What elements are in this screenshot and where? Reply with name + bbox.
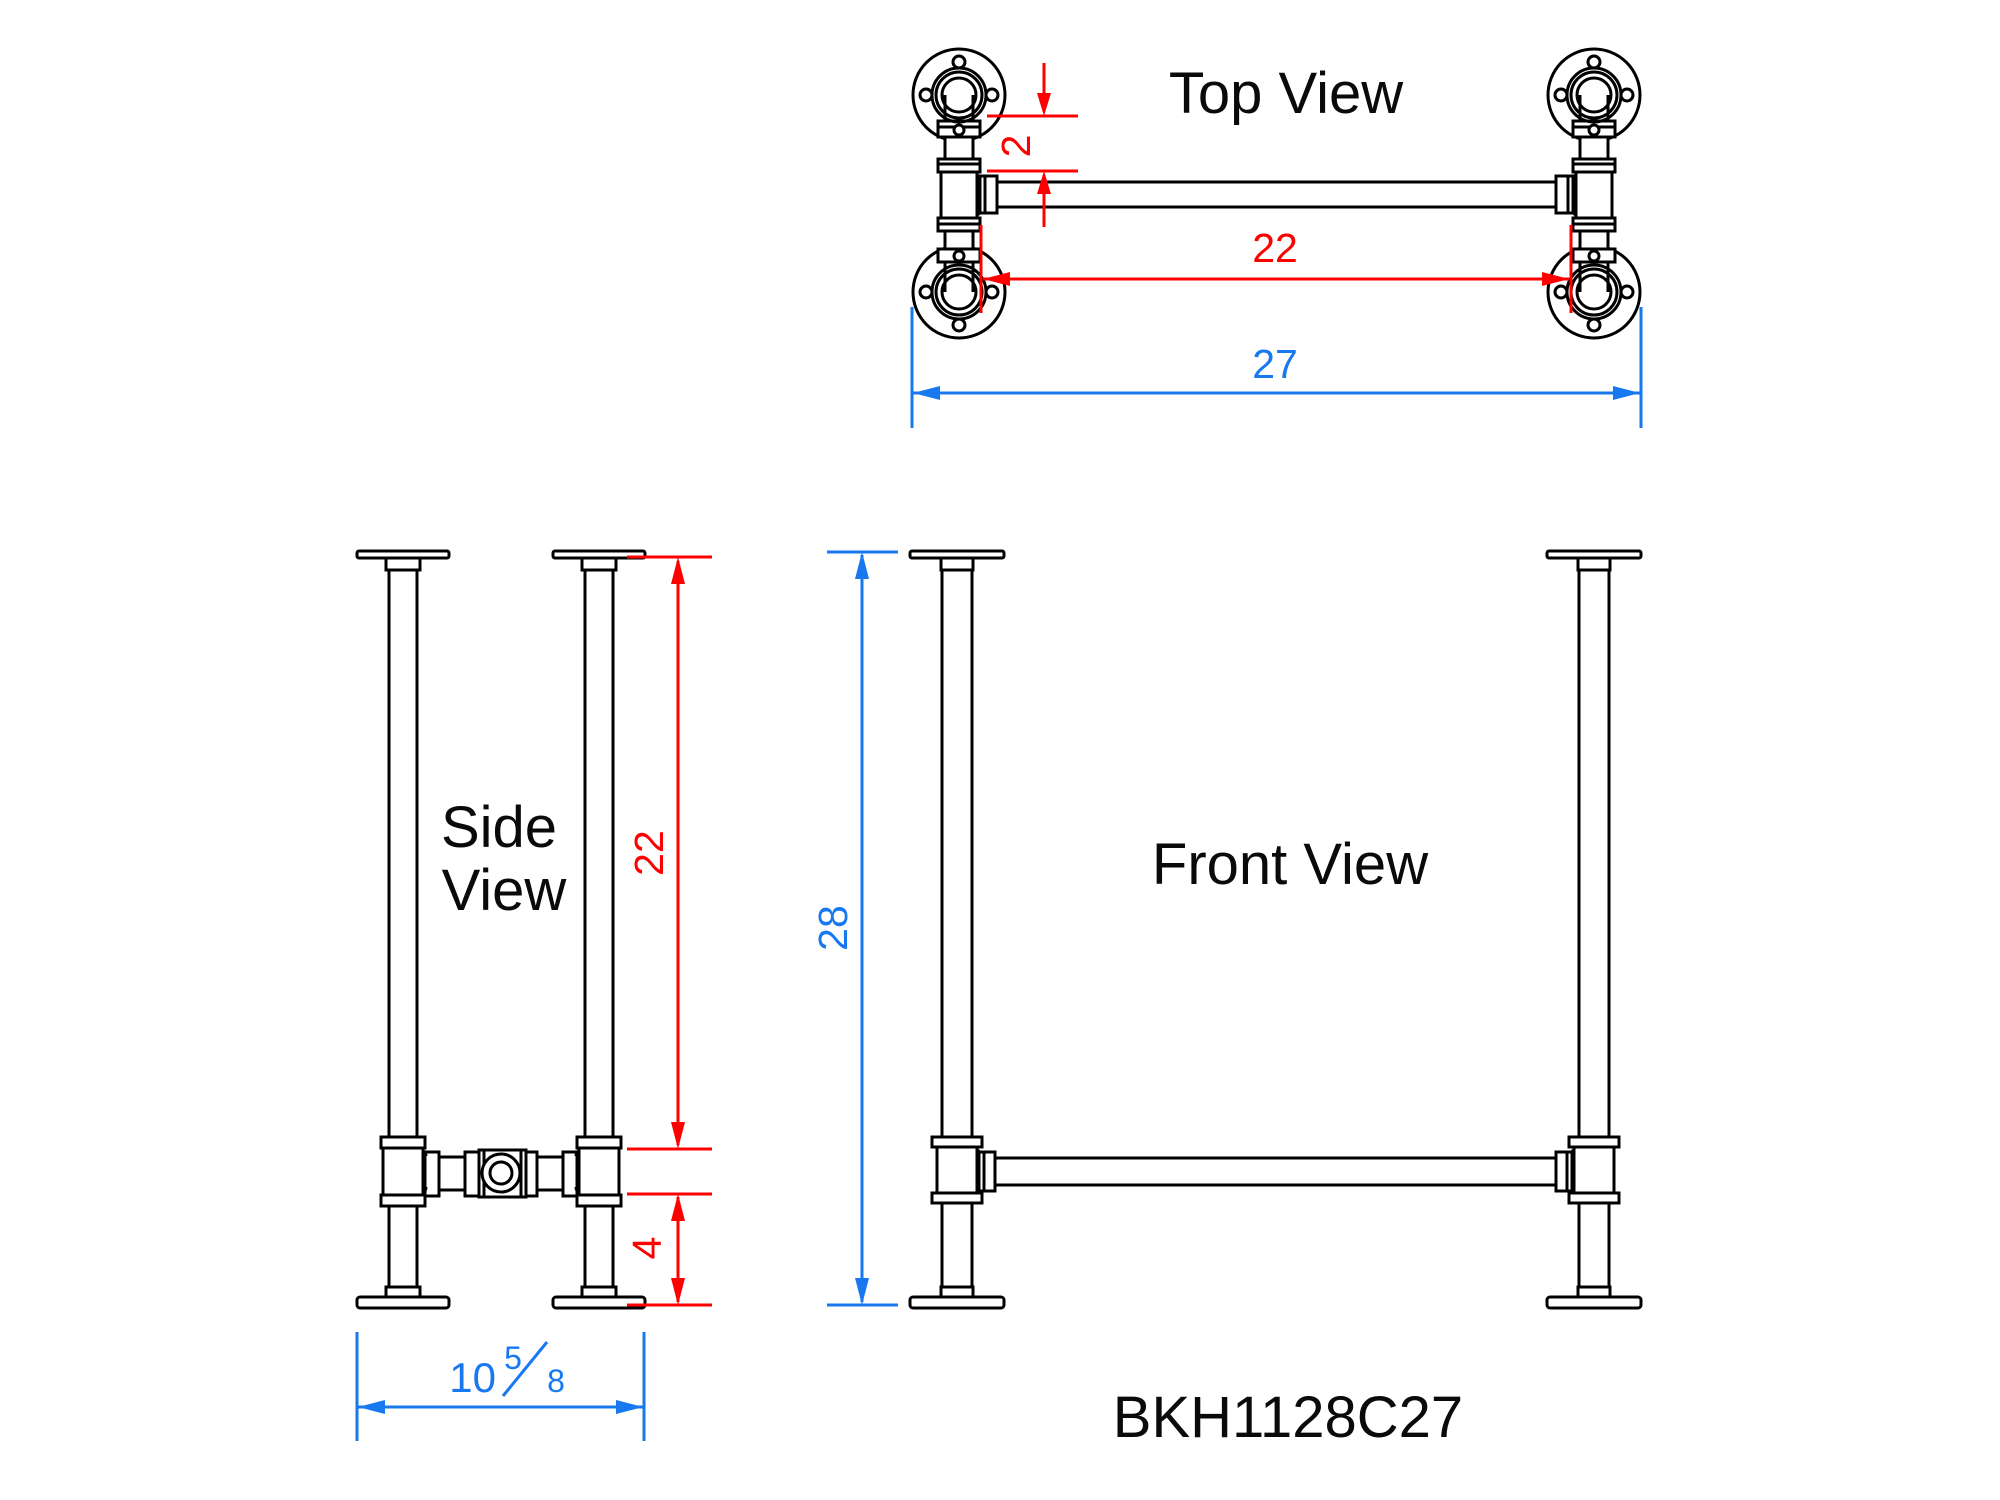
part-number: BKH1128C27 xyxy=(1113,1385,1463,1450)
pipe-coupling xyxy=(561,1150,579,1198)
dim-value: 27 xyxy=(1252,341,1298,387)
dimension-side-overall-depth: 10 5 8 xyxy=(355,1332,646,1441)
side-view: Side View 22 4 10 5 xyxy=(355,549,712,1441)
dimension-side-top-to-stretcher: 22 xyxy=(626,555,712,1151)
top-view-left-column xyxy=(911,47,1007,340)
top-view-title: Top View xyxy=(1169,61,1404,126)
crossbar-end-bore xyxy=(488,1160,514,1186)
dimension-front-overall-height: 28 xyxy=(810,550,898,1307)
top-view-right-column xyxy=(1546,47,1642,340)
dim-value: 22 xyxy=(626,830,672,876)
dimension-top-bar-span: 22 xyxy=(979,225,1573,313)
dimension-side-stretcher-to-floor: 4 xyxy=(624,1192,712,1307)
dimension-top-overall-width: 27 xyxy=(910,307,1643,428)
dim-value-numerator: 5 xyxy=(504,1340,522,1376)
side-view-title-line1: Side xyxy=(441,795,557,860)
pipe-coupling xyxy=(423,1150,441,1198)
front-view-left-leg xyxy=(908,549,1006,1310)
pipe-coupling xyxy=(463,1150,481,1198)
dim-value: 2 xyxy=(993,135,1039,158)
fraction-slash xyxy=(501,1341,549,1397)
center-cross-fitting xyxy=(477,1148,528,1199)
top-view: Top View 2 22 27 xyxy=(910,47,1643,428)
front-view-right-leg xyxy=(1545,549,1643,1310)
dim-value-whole: 10 xyxy=(449,1354,496,1401)
front-view: Front View 28 xyxy=(810,549,1643,1310)
dim-value: 4 xyxy=(624,1237,670,1260)
dim-value: 28 xyxy=(810,905,856,951)
dimension-top-flange-to-bar: 2 xyxy=(987,63,1078,227)
front-view-title: Front View xyxy=(1152,832,1429,897)
dim-value: 22 xyxy=(1252,225,1298,271)
side-view-title-line2: View xyxy=(442,858,568,923)
dim-value-denominator: 8 xyxy=(547,1363,565,1399)
